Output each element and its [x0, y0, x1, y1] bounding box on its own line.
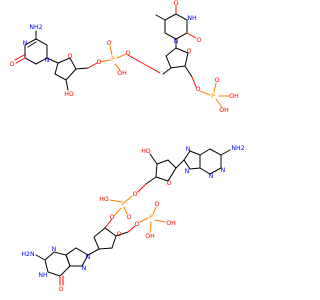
bond-c-o: [15, 57, 26, 64]
adenine-six-ring: [199, 148, 222, 175]
atom-o: O: [59, 286, 64, 293]
atom-o: O: [135, 221, 140, 228]
guanine-six-ring: [44, 251, 71, 277]
atom-ho: HO: [99, 196, 109, 203]
bond-p-o: [213, 82, 217, 93]
bond-o-p: [99, 59, 111, 63]
bond-o-sugar: [104, 218, 113, 229]
bond-p-oh: [154, 219, 166, 223]
thymine-ring: [164, 13, 188, 40]
bond-phosphodiester: [127, 54, 161, 74]
bond-c5-o: [137, 183, 147, 193]
molecular-structure-diagram: NH2 N N O HO O O P OH O O O NH O N O O P…: [10, 0, 245, 293]
bond-c5-o: [87, 62, 98, 69]
bond-o-p: [139, 217, 149, 223]
atom-p: P: [111, 56, 115, 63]
atom-p: P: [211, 93, 215, 100]
guanine-nucleoside: O P OH OH O O H2N NH N N N O: [21, 201, 176, 293]
atom-o-ring: O: [117, 231, 122, 238]
bond-p-oh: [215, 98, 223, 108]
atom-o: O: [97, 59, 102, 66]
adenine-nucleoside: NH2 N N N N HO O O: [133, 145, 245, 198]
bond-c5-o: [191, 76, 197, 88]
atom-o: O: [126, 50, 131, 57]
atom-oh: OH: [229, 93, 239, 100]
atom-oh: OH: [219, 107, 229, 114]
atom-n: N: [221, 167, 226, 174]
bond-p-oh: [114, 63, 121, 71]
atom-n: N: [82, 265, 87, 272]
bond-o-p: [199, 90, 211, 96]
atom-o: O: [127, 214, 132, 221]
bond-n-sugar: [87, 248, 100, 256]
bond-o-p: [124, 195, 133, 203]
atom-nh: NH: [38, 272, 48, 279]
atom-o: O: [174, 0, 179, 7]
bond-c3-oh: [149, 153, 158, 165]
atom-o-ring: O: [68, 53, 73, 60]
molecule-canvas: NH2 N N O HO O O P OH O O O NH O N O O P…: [9, 0, 245, 293]
bond-c4-c5: [184, 65, 193, 78]
atom-o-double: O: [155, 201, 160, 208]
atom-n: N: [209, 173, 214, 180]
atom-oh: OH: [117, 70, 127, 77]
atom-p: P: [149, 214, 153, 221]
bond-p-o-double: [152, 206, 157, 215]
atom-nh: NH: [187, 15, 197, 22]
deoxyribose-ring-b: [165, 47, 189, 69]
atom-ho: HO: [64, 91, 74, 98]
atom-nh2: NH2: [231, 145, 244, 152]
lower-phosphate-linkage: HO P O O: [99, 195, 133, 229]
bond-p-oh2: [149, 221, 152, 233]
bond-n-sugar: [46, 57, 59, 64]
bond-c-o2: [186, 32, 197, 39]
atom-n: N: [186, 146, 191, 153]
bond-c4-c5: [75, 67, 89, 70]
atom-o-ring: O: [167, 180, 172, 187]
atom-n: N: [86, 254, 91, 261]
atom-o: O: [196, 86, 201, 93]
atom-h2n: H2N: [21, 251, 35, 258]
atom-ho: HO: [141, 148, 151, 155]
bond-p-o: [113, 207, 122, 217]
atom-p: P: [121, 201, 125, 208]
bond-c4-c5: [115, 231, 129, 237]
atom-o: O: [133, 191, 138, 198]
atom-o: O: [215, 77, 220, 84]
atom-n: N: [23, 40, 28, 47]
atom-o-double: O: [107, 40, 112, 47]
atom-n: N: [185, 168, 190, 175]
atom-oh: OH: [145, 233, 155, 240]
atom-o: O: [10, 61, 15, 68]
atom-o-ring: O: [187, 48, 192, 55]
thymine-nucleoside: O NH O N O O P OH OH O: [127, 0, 239, 114]
cytosine-double-bond: [27, 41, 37, 48]
bond-c-o-double: [14, 54, 25, 61]
bond-p-ho: [109, 199, 122, 203]
bond-p-o-double: [123, 206, 128, 215]
deoxyribose-ring-d: [93, 227, 117, 250]
atom-o: O: [110, 214, 115, 221]
atom-oh: OH: [166, 220, 176, 227]
bond-n-sugar: [175, 159, 185, 169]
bond-p-o: [116, 53, 127, 59]
bond-c3-oh: [65, 79, 69, 91]
atom-o: O: [197, 37, 202, 44]
bond-c3-o: [162, 67, 172, 75]
deoxyribose-ring-c: [155, 159, 177, 182]
bond-c-nh2: [220, 149, 231, 156]
bond-c-nh2: [35, 254, 46, 261]
atom-n: N: [174, 38, 179, 45]
cytosine-nucleoside: NH2 N N O HO O O P OH O O: [10, 24, 131, 98]
bond-p-o-double: [109, 45, 113, 56]
bond-c4-c5: [145, 176, 157, 185]
atom-n: N: [52, 246, 57, 253]
bond-c-methyl: [155, 14, 166, 21]
adenine-five-ring: [183, 150, 201, 170]
bond-c5-o: [127, 225, 136, 233]
atom-n: N: [45, 57, 50, 64]
atom-nh2: NH2: [29, 24, 42, 31]
deoxyribose-ring-a: [54, 57, 77, 81]
